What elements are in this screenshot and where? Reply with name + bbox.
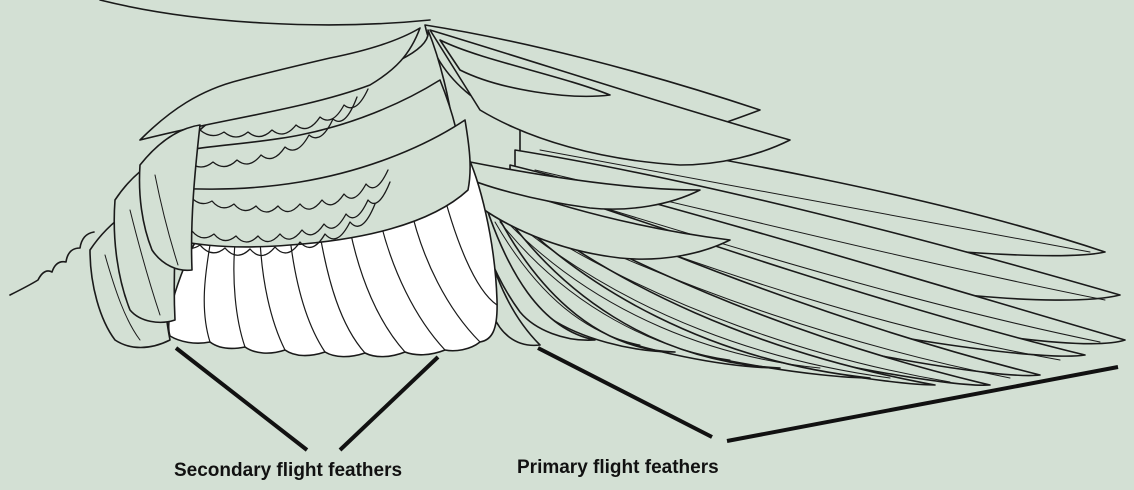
secondary-pointer-right: [340, 357, 438, 450]
primary-feathers: [470, 130, 1125, 385]
primary-feathers-label: Primary flight feathers: [517, 457, 719, 479]
secondary-feathers-label: Secondary flight feathers: [174, 460, 402, 482]
secondary-pointer-left: [176, 348, 307, 450]
scapular-edge: [10, 232, 94, 295]
primary-pointer-left: [538, 348, 712, 437]
body-contour: [100, 0, 430, 25]
